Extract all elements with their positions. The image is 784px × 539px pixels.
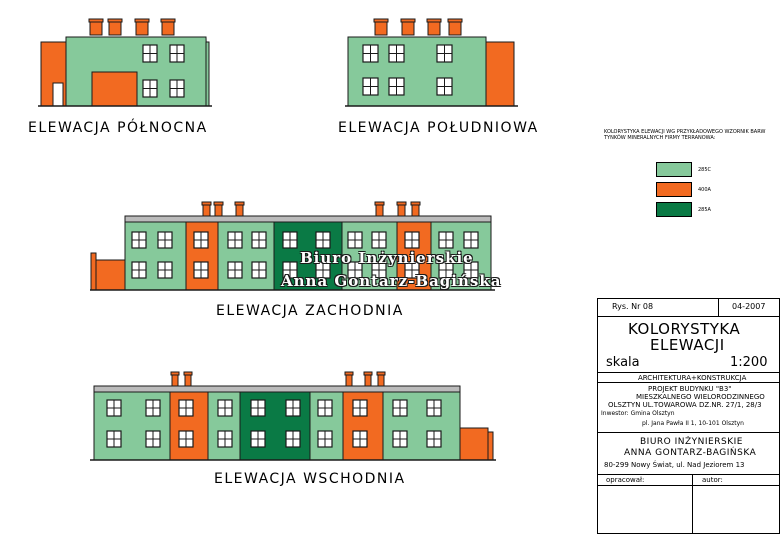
chimney [427,20,441,36]
project-line1: PROJEKT BUDYNKU "B3" [648,385,732,393]
prepared-by-label: opracował: [606,476,645,484]
office-line3: 80-299 Nowy Świat, ul. Nad Jeziorem 13 [604,461,745,469]
legend-swatch-285c [656,162,692,177]
chimney-cap [107,18,123,23]
chimney-cap [213,201,224,206]
west-roof-edge [124,215,492,223]
chimney-cap [376,371,386,376]
chimney-cap [183,371,193,376]
title-block: Rys. Nr 08 04-2007 KOLORYSTYKA ELEWACJI … [597,298,780,534]
west-annex-pillar [90,252,97,291]
chimney-cap [201,201,212,206]
sheet-title-line1: KOLORYSTYKA [628,320,741,338]
chimney [448,20,462,36]
chimney-cap [400,18,416,23]
chimney-cap [363,371,373,376]
chimney [161,20,175,36]
office-line1: BIURO INŻYNIERSKIE [640,437,743,447]
project-line2: MIESZKALNEGO WIELORODZINNEGO [636,393,765,401]
scale-value: 1:200 [730,355,768,370]
drawing-date: 04-2007 [732,302,766,311]
project-line3: OLSZTYN UL.TOWAROWA DZ.NR. 27/1, 28/3 [608,401,762,409]
west-stair-orange-1 [185,221,219,291]
chimney-cap [170,371,180,376]
chimney-cap [160,18,176,23]
west-elevation-title: ELEWACJA ZACHODNIA [216,303,404,319]
chimney-cap [410,201,421,206]
chimney-cap [234,201,245,206]
east-side-annex [459,427,489,461]
watermark-line1: Biuro Inżynierskie [300,249,474,267]
legend-swatch-285a [656,202,692,217]
investor-line2: pl. Jana Pawła II 1, 10-101 Olsztyn [642,420,744,427]
investor-line1: Inwestor: Gmina Olsztyn [601,410,675,417]
east-elevation-title: ELEWACJA WSCHODNIA [214,471,406,487]
sheet-title-line2: ELEWACJI [650,336,725,354]
author-label: autor: [702,476,723,484]
chimney-cap [396,201,407,206]
chimney-cap [344,371,354,376]
legend-label-285c: 285C [698,167,712,173]
legend-swatch-400a [656,182,692,197]
chimney [135,20,149,36]
legend-label-400a: 400A [698,187,711,193]
drawing-number: Rys. Nr 08 [612,302,654,311]
office-line2: ANNA GONTARZ-BAGIŃSKA [624,448,757,458]
chimney-cap [374,201,385,206]
legend-label-285a: 285A [698,207,711,213]
scale-label: skala [606,355,640,370]
chimney-cap [426,18,442,23]
east-roof-edge [93,385,461,393]
north-entrance-block [91,71,138,107]
north-door [52,82,64,107]
chimney-cap [373,18,389,23]
legend-caption: KOLORYSTYKA ELEWACJI WG PRZYKŁADOWEGO WZ… [604,129,766,141]
chimney-cap [88,18,104,23]
chimney [401,20,415,36]
south-elevation-title: ELEWACJA POŁUDNIOWA [338,120,539,136]
chimney [89,20,103,36]
west-side-annex [95,259,126,291]
chimney-cap [134,18,150,23]
east-annex-pillar [487,431,494,461]
north-elevation-title: ELEWACJA PÓŁNOCNA [28,120,208,136]
chimney [374,20,388,36]
watermark-line2: Anna Gontarz-Bagińska [281,272,502,290]
chimney [108,20,122,36]
north-right-wall [205,41,210,107]
south-side-wing [485,41,515,107]
chimney-cap [447,18,463,23]
discipline: ARCHITEKTURA+KONSTRUKCJA [638,374,747,382]
